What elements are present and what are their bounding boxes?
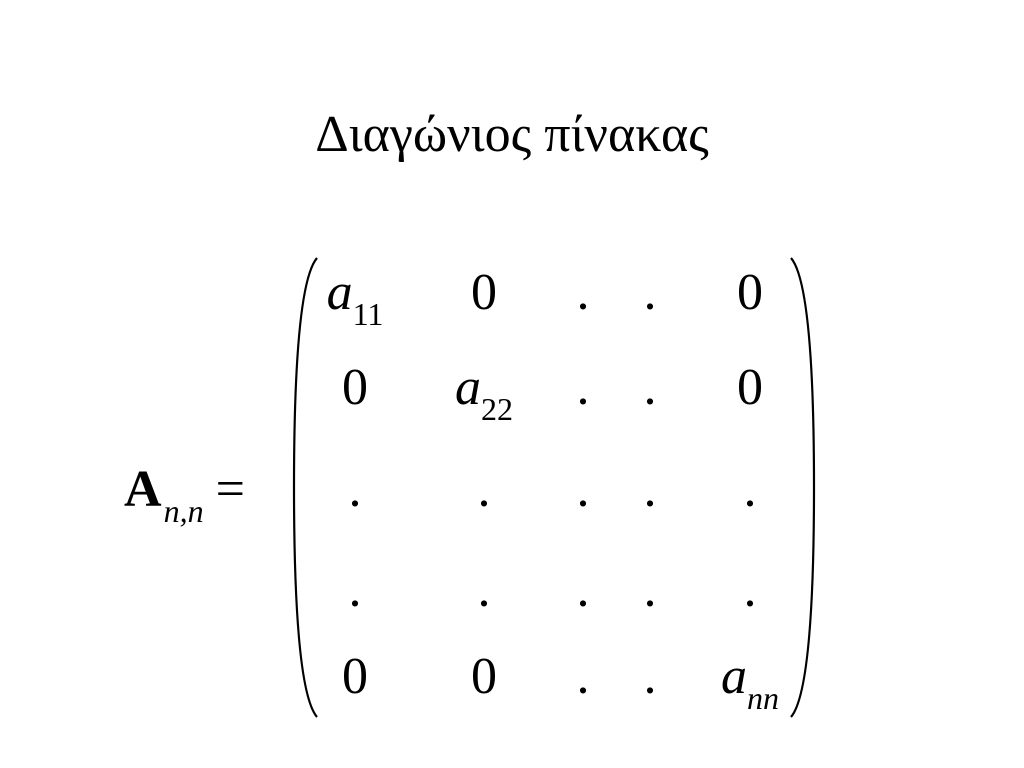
matrix-cell: .: [643, 264, 657, 321]
matrix-cell: ann: [690, 642, 810, 716]
matrix-cell: .: [643, 561, 657, 618]
matrix-cell: .: [743, 561, 757, 618]
matrix-entry-variable: a: [721, 648, 747, 705]
matrix-cell: .: [576, 359, 590, 416]
matrix-cell: a11: [295, 258, 415, 332]
matrix-cell: .: [643, 648, 657, 705]
matrix-cell: .: [348, 461, 362, 518]
left-parenthesis: [290, 255, 320, 720]
matrix-cell: .: [643, 359, 657, 416]
matrix-cell: .: [743, 461, 757, 518]
matrix-entry-subscript: 11: [352, 296, 384, 332]
matrix-subscript: n,n: [163, 493, 204, 529]
matrix-cell: 0: [342, 648, 368, 705]
matrix-cell: .: [576, 461, 590, 518]
matrix-cell: 0: [471, 264, 497, 321]
matrix-symbol: A: [124, 461, 162, 518]
page-title: Διαγώνιος πίνακας: [315, 106, 709, 163]
matrix-cell: 0: [342, 359, 368, 416]
matrix-cell: .: [477, 561, 491, 618]
matrix-cell: 0: [471, 648, 497, 705]
matrix-cell: .: [348, 561, 362, 618]
matrix-cell: .: [576, 561, 590, 618]
matrix-cell: .: [576, 264, 590, 321]
matrix-entry-subscript: nn: [747, 680, 779, 716]
matrix-entry-variable: a: [326, 264, 353, 321]
right-parenthesis: [788, 255, 818, 720]
matrix-cell: .: [477, 461, 491, 518]
matrix-lhs: An,n =: [124, 455, 245, 529]
equals-sign: =: [215, 461, 245, 518]
matrix-cell: 0: [737, 264, 763, 321]
matrix-entry-variable: a: [455, 359, 481, 416]
matrix-cell: a22: [424, 353, 544, 427]
matrix-cell: 0: [737, 359, 763, 416]
matrix-cell: .: [643, 461, 657, 518]
matrix-cell: .: [576, 648, 590, 705]
matrix-entry-subscript: 22: [481, 391, 513, 427]
